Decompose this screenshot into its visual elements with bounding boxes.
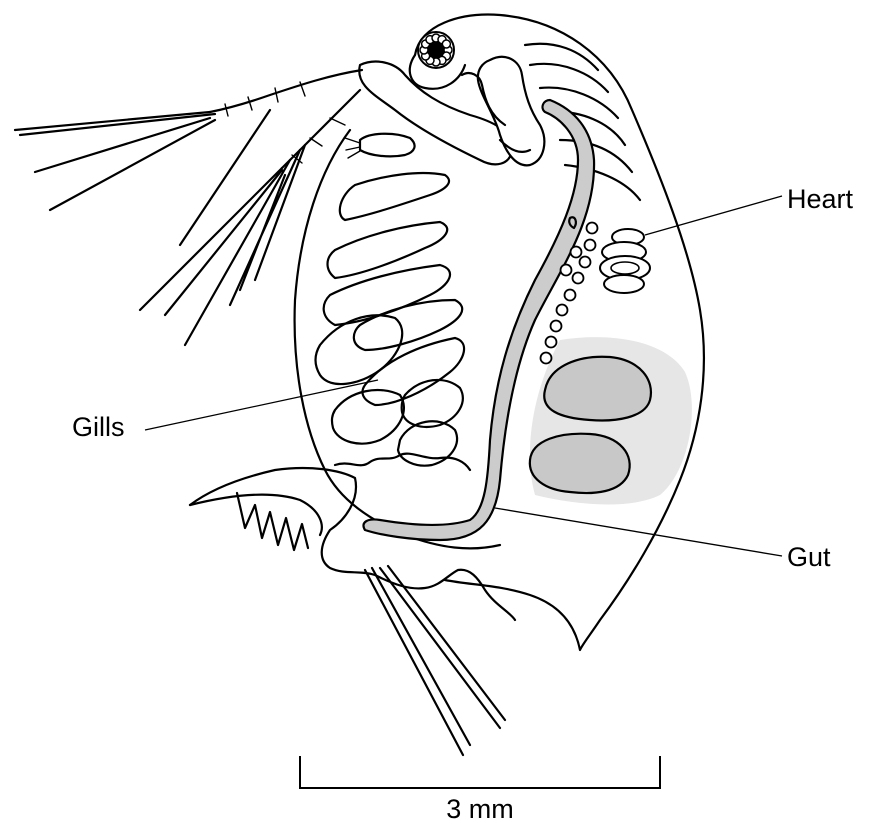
gut-label: Gut (787, 542, 831, 572)
fat-cell (561, 265, 572, 276)
egg-lower (530, 434, 630, 493)
fat-cell (587, 223, 598, 234)
fat-cell (546, 337, 557, 348)
antenna-segments (210, 70, 362, 168)
postabdomen-lower (190, 495, 322, 535)
fat-cell (585, 240, 596, 251)
postabdomen (190, 468, 515, 620)
fat-cell (573, 273, 584, 284)
gills (316, 173, 471, 470)
gut-leader-line (495, 508, 782, 556)
fat-cell (565, 290, 576, 301)
heart-leader-line (645, 196, 782, 235)
tail-spines (365, 566, 505, 755)
heart-organ (600, 229, 650, 293)
scale-bar-label: 3 mm (446, 794, 514, 824)
gills-label: Gills (72, 412, 125, 442)
scale-bar (300, 756, 660, 789)
eye-icon (418, 32, 454, 68)
fat-cell (580, 257, 591, 268)
eye-ommatidium (442, 40, 450, 48)
fat-cell (551, 321, 562, 332)
fat-cell (571, 247, 582, 258)
gills-leader-line (145, 380, 378, 430)
maxilla (360, 134, 415, 157)
heart-label: Heart (787, 184, 854, 214)
postabdominal-spines (237, 493, 308, 550)
maxilla-bristles (345, 138, 360, 158)
antenna-setae (15, 110, 305, 345)
fat-cell (557, 305, 568, 316)
fat-cell (541, 353, 552, 364)
